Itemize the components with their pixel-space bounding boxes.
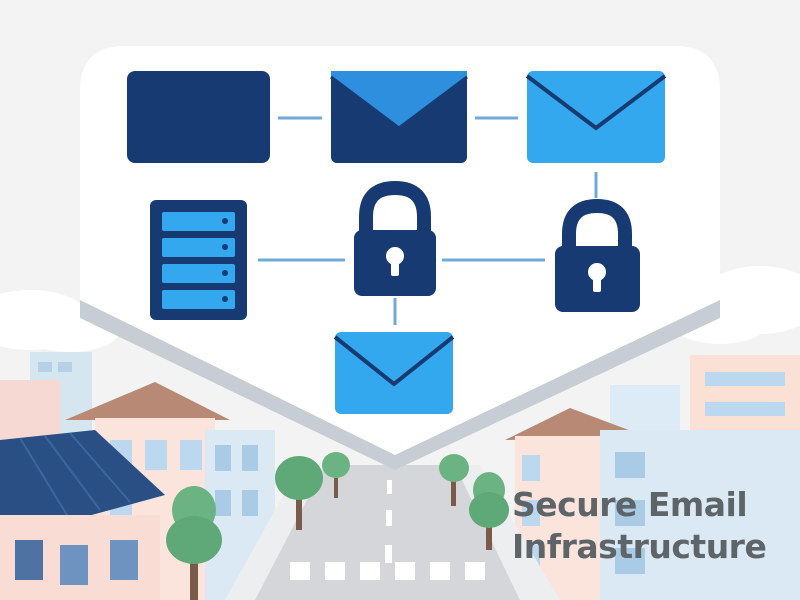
window — [705, 402, 785, 416]
window — [215, 490, 231, 516]
window — [242, 445, 258, 471]
left-house-roof — [65, 382, 230, 420]
crosswalk — [290, 562, 485, 580]
tree-far-right — [439, 454, 469, 506]
window — [58, 362, 72, 372]
tree-far-left — [322, 452, 350, 498]
envelope-icon — [330, 71, 468, 163]
server-rack-icon — [150, 200, 247, 320]
padlock-icon — [555, 198, 640, 312]
window — [705, 372, 785, 386]
window — [38, 362, 52, 372]
window — [110, 540, 138, 580]
lane-markings — [385, 480, 392, 563]
roof-lines — [19, 432, 131, 521]
tree-mid-right — [469, 472, 509, 550]
window — [615, 548, 645, 574]
tree-mid-left — [275, 456, 323, 530]
title-line-1: Secure Email — [512, 485, 748, 524]
connectors — [258, 116, 598, 325]
title-text: Secure Email Infrastructure — [512, 484, 792, 568]
window — [615, 452, 645, 478]
window — [242, 490, 258, 516]
window — [522, 500, 540, 526]
server-box-icon — [127, 71, 270, 163]
window — [180, 440, 202, 470]
envelope-icon — [333, 332, 455, 414]
window — [522, 455, 540, 481]
padlock-icon — [354, 180, 436, 296]
tree-front-left — [166, 486, 222, 600]
window — [15, 540, 43, 580]
title-line-2: Infrastructure — [512, 527, 767, 566]
window — [615, 500, 645, 526]
window — [215, 445, 231, 471]
window — [145, 440, 167, 470]
window — [60, 545, 88, 585]
envelope-icon — [525, 71, 667, 163]
